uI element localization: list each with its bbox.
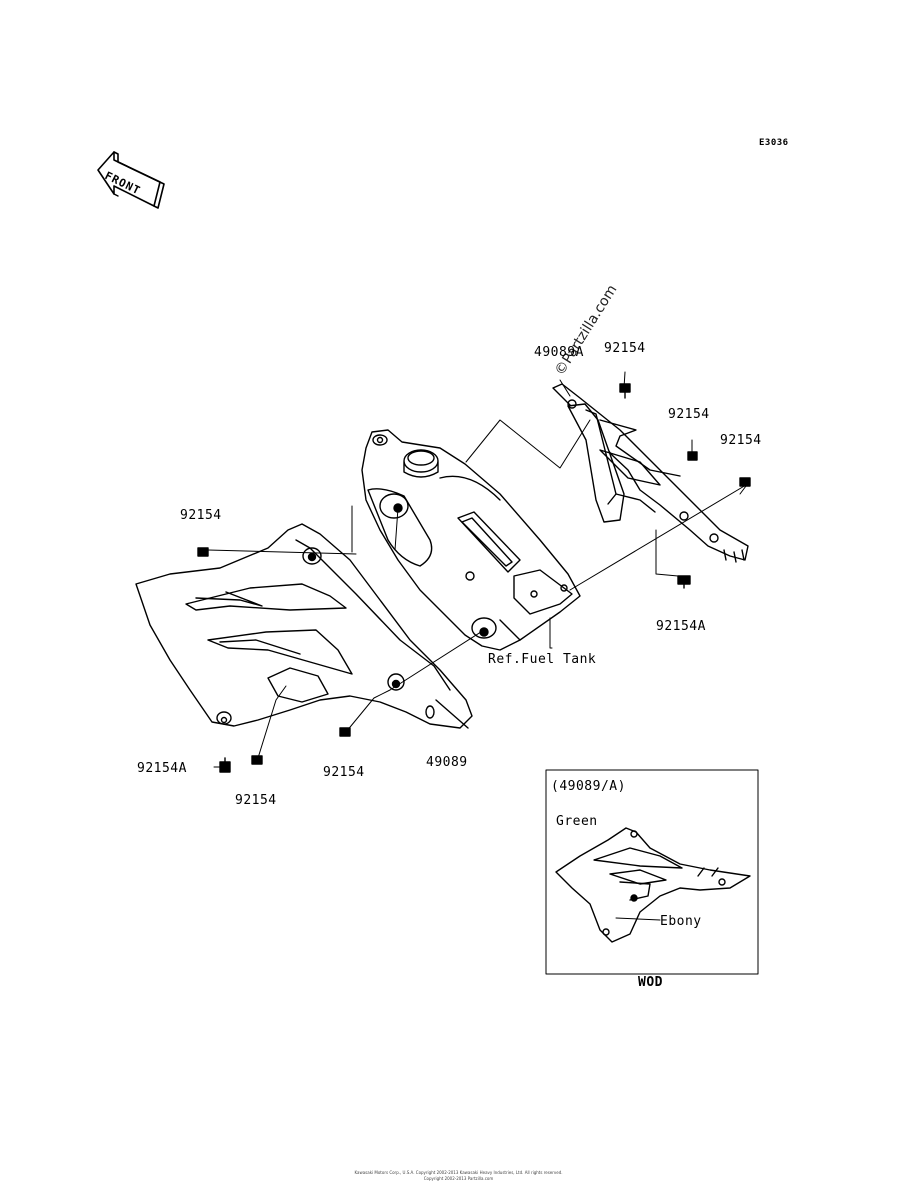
- bolt-icon: [219, 757, 231, 773]
- right-shroud-49089A: [552, 383, 749, 563]
- inset-title: (49089/A): [551, 779, 626, 794]
- footer-line-1: Kawasaki Motors Corp., U.S.A. Copyright …: [354, 1170, 563, 1175]
- inset-ebony-label: Ebony: [660, 914, 702, 929]
- part-label-92154-top[interactable]: 92154: [604, 341, 646, 356]
- diagram-code: E3036: [759, 138, 789, 148]
- part-label-92154A-right[interactable]: 92154A: [656, 619, 706, 634]
- inset-box: [545, 769, 759, 975]
- left-shroud-49089: [135, 523, 473, 729]
- bolt-icon: [687, 451, 698, 461]
- bolt-icon: [739, 477, 751, 487]
- ref-fuel-tank-label[interactable]: Ref.Fuel Tank: [488, 652, 597, 667]
- part-label-92154-left[interactable]: 92154: [180, 508, 222, 523]
- part-label-92154-right-1[interactable]: 92154: [668, 407, 710, 422]
- inset-caption: WOD: [638, 975, 663, 990]
- part-label-49089A[interactable]: 49089A: [534, 345, 584, 360]
- bolt-icon: [619, 383, 631, 399]
- footer-line-2: Copyright 2002-2013 Partzilla.com: [423, 1176, 494, 1181]
- bolt-icon: [677, 575, 691, 589]
- bolt-icons: [197, 383, 751, 773]
- fuel-tank: [361, 429, 581, 651]
- part-label-49089[interactable]: 49089: [426, 755, 468, 770]
- part-label-92154-right-2[interactable]: 92154: [720, 433, 762, 448]
- part-label-92154-bottom-1[interactable]: 92154: [323, 765, 365, 780]
- part-label-92154A-bottom[interactable]: 92154A: [137, 761, 187, 776]
- front-arrow-icon: [97, 151, 165, 209]
- bolt-icon: [251, 755, 263, 765]
- inset-green-label: Green: [556, 814, 598, 829]
- bolt-icon: [339, 727, 351, 737]
- part-label-92154-bottom-2[interactable]: 92154: [235, 793, 277, 808]
- leader-lines: [207, 371, 747, 768]
- bolt-icon: [197, 547, 209, 557]
